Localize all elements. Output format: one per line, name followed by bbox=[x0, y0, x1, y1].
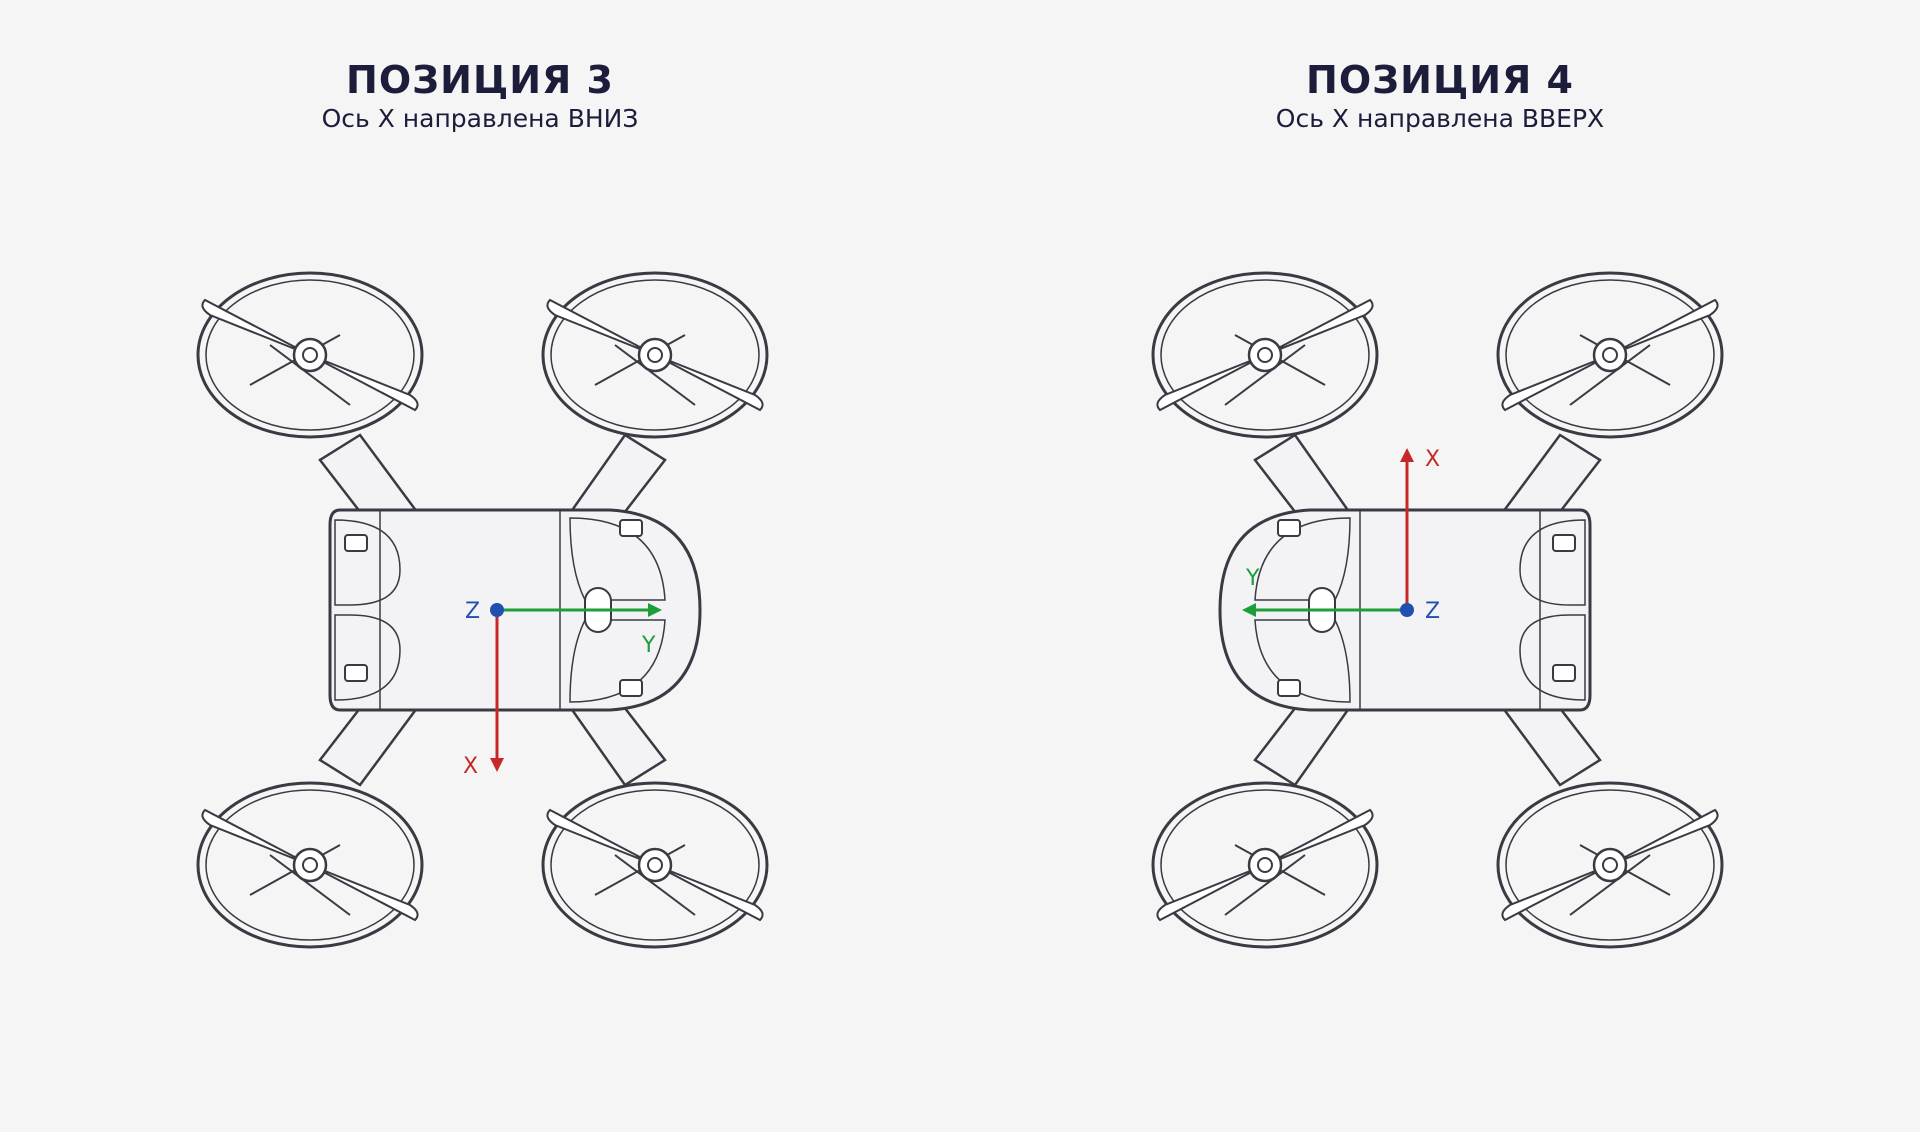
rotor-rear-right bbox=[541, 781, 769, 949]
axis-system: Z Y X bbox=[463, 599, 662, 779]
x-axis-label: X bbox=[463, 754, 478, 779]
z-axis-origin bbox=[490, 603, 504, 617]
y-axis-label: Y bbox=[1245, 566, 1260, 591]
rotor-rear-right bbox=[1496, 781, 1724, 949]
rotor-front-right bbox=[541, 271, 769, 439]
rotor-front-left bbox=[196, 271, 424, 439]
panel-position-4: ПОЗИЦИЯ 4 Ось X направлена ВВЕРХ Z Y X bbox=[960, 0, 1920, 1132]
panel-subtitle: Ось X направлена ВНИЗ bbox=[321, 104, 639, 133]
panel-title: ПОЗИЦИЯ 4 bbox=[1306, 58, 1574, 102]
x-axis-arrowhead bbox=[490, 758, 504, 772]
drone-diagram: Z Y X bbox=[1151, 271, 1724, 949]
y-axis-label: Y bbox=[641, 633, 656, 658]
z-axis-origin bbox=[1400, 603, 1414, 617]
rotor-rear-left bbox=[1151, 781, 1379, 949]
z-axis-label: Z bbox=[465, 599, 480, 624]
y-axis-arrowhead bbox=[648, 603, 662, 617]
y-axis-arrowhead bbox=[1242, 603, 1256, 617]
rotor-front-right bbox=[1496, 271, 1724, 439]
drone-diagram: Z Y X bbox=[196, 271, 769, 949]
z-axis-label: Z bbox=[1425, 599, 1440, 624]
axis-system: Z Y X bbox=[1242, 447, 1440, 624]
rotor-rear-left bbox=[196, 781, 424, 949]
x-axis-arrowhead bbox=[1400, 448, 1414, 462]
panel-title: ПОЗИЦИЯ 3 bbox=[346, 58, 614, 102]
rotor-front-left bbox=[1151, 271, 1379, 439]
x-axis-label: X bbox=[1425, 447, 1440, 472]
panel-position-3: ПОЗИЦИЯ 3 Ось X направлена ВНИЗ Z Y X bbox=[196, 58, 769, 949]
panel-subtitle: Ось X направлена ВВЕРХ bbox=[1275, 104, 1605, 133]
